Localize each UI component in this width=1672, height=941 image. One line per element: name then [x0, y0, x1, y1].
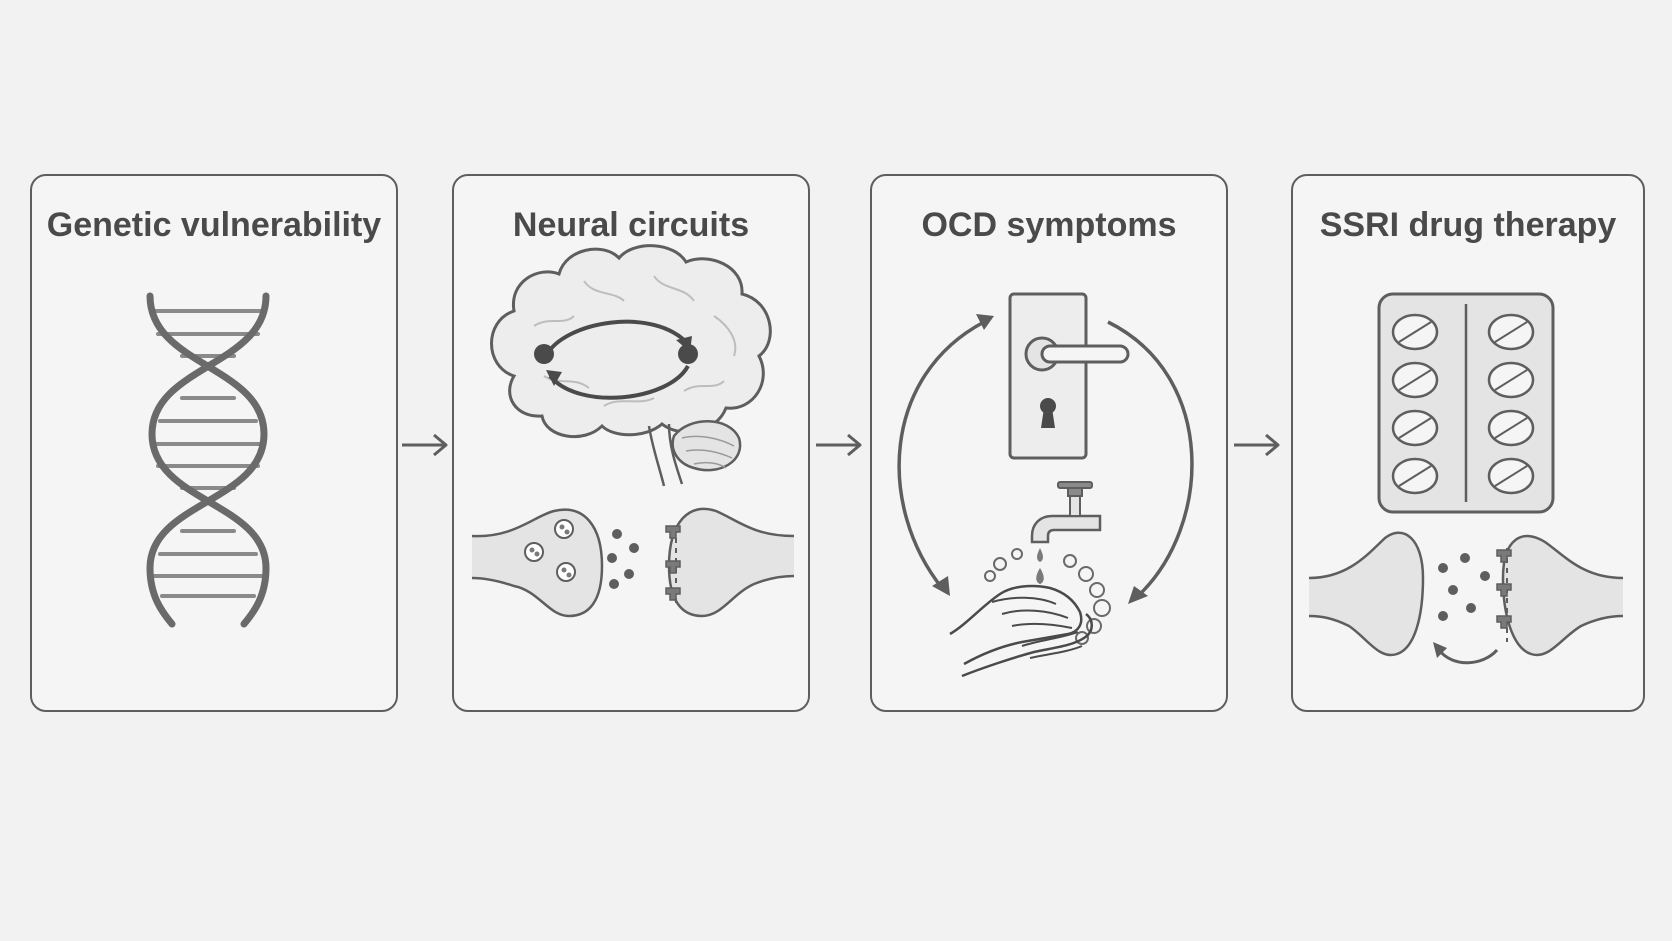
panel-title: Neural circuits [512, 206, 750, 244]
panel-title: OCD symptoms [921, 206, 1177, 244]
flow-arrow-2 [816, 433, 862, 457]
dna-helix-icon [146, 292, 270, 628]
panel-title: SSRI drug therapy [1319, 206, 1617, 244]
panel-ssri-drug-therapy: SSRI drug therapy [1291, 174, 1645, 712]
brain-circuit-icon [471, 244, 795, 618]
panel-ocd-symptoms: OCD symptoms [870, 174, 1228, 712]
flow-arrow-1 [402, 433, 448, 457]
flow-arrow-3 [1234, 433, 1280, 457]
panel-genetic-vulnerability: Genetic vulnerability [30, 174, 398, 712]
pill-blister-icon [1308, 292, 1624, 665]
compulsion-cycle-icon [897, 292, 1194, 678]
panel-title: Genetic vulnerability [46, 206, 382, 244]
panel-neural-circuits: Neural circuits [452, 174, 810, 712]
